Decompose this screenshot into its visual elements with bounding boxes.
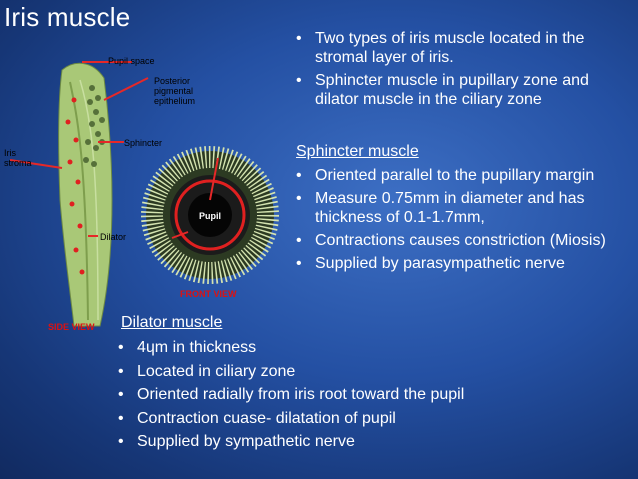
label-sphincter: Sphincter	[124, 138, 162, 148]
sphincter-bullet: Measure 0.75mm in diameter and has thick…	[292, 189, 632, 227]
slide-title: Iris muscle	[4, 2, 131, 32]
dilator-bullet: Contraction cuase- dilatation of pupil	[114, 409, 624, 428]
dilator-bullet: Supplied by sympathetic nerve	[114, 432, 624, 451]
dilator-heading: Dilator muscle	[121, 314, 223, 331]
sphincter-bullet: Contractions causes constriction (Miosis…	[292, 231, 632, 250]
intro-bullet-list: Two types of iris muscle located in the …	[292, 29, 632, 113]
label-pupil-space: Pupil space	[108, 56, 155, 66]
dilator-bullet-list: 4ɥm in thickness Located in ciliary zone…	[114, 338, 624, 456]
iris-front-view	[141, 146, 279, 284]
label-posterior: Posterior	[154, 76, 190, 86]
sphincter-bullet: Supplied by parasympathetic nerve	[292, 254, 632, 273]
label-side-view: SIDE VIEW	[48, 322, 95, 332]
label-front-view: FRONT VIEW	[180, 289, 237, 299]
dilator-bullet: Located in ciliary zone	[114, 362, 624, 381]
iris-side-view	[58, 62, 113, 327]
sphincter-bullet: Oriented parallel to the pupillary margi…	[292, 166, 632, 185]
sphincter-bullet-list: Oriented parallel to the pupillary margi…	[292, 166, 632, 277]
intro-bullet: Two types of iris muscle located in the …	[292, 29, 632, 67]
dilator-bullet: 4ɥm in thickness	[114, 338, 624, 357]
label-pupil: Pupil	[199, 211, 221, 221]
label-pigmental: pigmental	[154, 86, 193, 96]
label-iris: Iris	[4, 148, 16, 158]
dilator-bullet: Oriented radially from iris root toward …	[114, 385, 624, 404]
intro-bullet: Sphincter muscle in pupillary zone and d…	[292, 71, 632, 109]
label-dilator: Dilator	[100, 232, 126, 242]
iris-figure: Pupil space Posterior pigmental epitheli…	[4, 56, 279, 332]
sphincter-heading: Sphincter muscle	[296, 143, 419, 160]
label-stroma: stroma	[4, 158, 32, 168]
label-epithelium: epithelium	[154, 96, 195, 106]
